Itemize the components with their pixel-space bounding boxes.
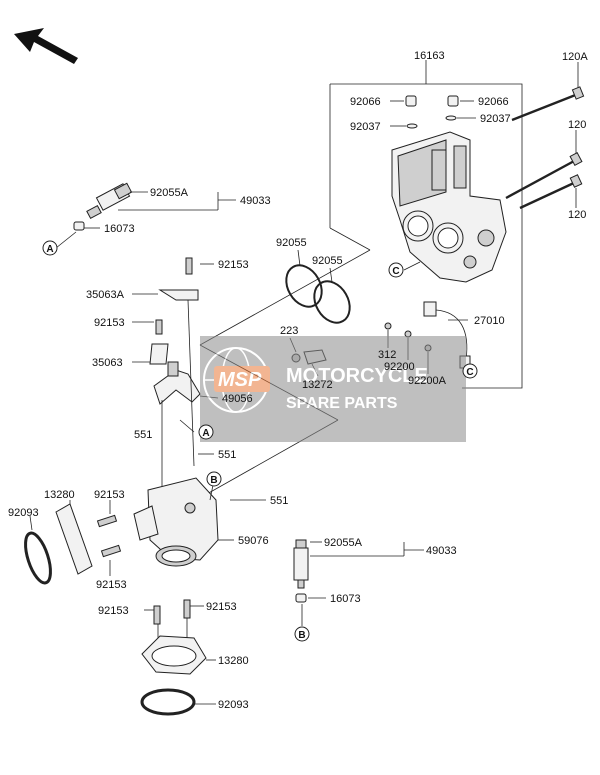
callout-551-b: 551	[218, 449, 236, 461]
callout-27010: 27010	[474, 315, 505, 327]
watermark-logo: MSP	[218, 369, 262, 391]
callout-labels: 16163 120A 120 120 92066 92066 92037 920…	[8, 50, 588, 711]
callout-92153-e: 92153	[98, 605, 129, 617]
ref-C-body: C	[392, 266, 399, 277]
callout-59076: 59076	[238, 535, 269, 547]
callout-92093-bottom: 92093	[218, 699, 249, 711]
injector-top	[73, 182, 236, 231]
callout-92066-right: 92066	[478, 96, 509, 108]
side-gasket	[24, 500, 93, 585]
ref-B-injector: B	[298, 630, 305, 641]
ref-B-body: B	[210, 475, 217, 486]
callout-35063A: 35063A	[86, 289, 125, 301]
front-arrow-icon	[14, 28, 78, 64]
callout-92200A: 92200A	[408, 375, 447, 387]
long-bolts	[505, 62, 585, 210]
callout-16073-top: 16073	[104, 223, 135, 235]
callout-13272: 13272	[302, 379, 333, 391]
callout-551-c: 551	[270, 495, 288, 507]
watermark-line1: MOTORCYCLE	[286, 365, 428, 387]
callout-92055A-bottom: 92055A	[324, 537, 363, 549]
callout-312: 312	[378, 349, 396, 361]
callout-49033-top: 49033	[240, 195, 271, 207]
throttle-body-assembly	[391, 131, 507, 283]
callout-13280-bottom: 13280	[218, 655, 249, 667]
callout-223: 223	[280, 325, 298, 337]
callout-16163: 16163	[414, 50, 445, 62]
ref-A-injector: A	[46, 244, 53, 255]
callout-120A: 120A	[562, 51, 588, 63]
bottom-gasket	[140, 635, 216, 716]
callout-16073-bottom: 16073	[330, 593, 361, 605]
callout-92153-d: 92153	[96, 579, 127, 591]
callout-92055-right: 92055	[312, 255, 343, 267]
callout-120-upper: 120	[568, 119, 586, 131]
reference-markers: A A B B C C	[42, 240, 478, 642]
o-rings	[285, 249, 351, 324]
callout-13280-side: 13280	[44, 489, 75, 501]
ref-A-rail: A	[202, 428, 209, 439]
callout-92153-c: 92153	[94, 489, 125, 501]
callout-92200: 92200	[384, 361, 415, 373]
watermark: MSP MOTORCYCLE SPARE PARTS	[200, 336, 466, 442]
callout-92055A-top: 92055A	[150, 187, 189, 199]
ref-C-sensor: C	[466, 367, 473, 378]
injector-bottom	[293, 539, 424, 626]
callout-92153-b: 92153	[94, 317, 125, 329]
bottom-screws	[144, 599, 204, 642]
callout-49033-bottom: 49033	[426, 545, 457, 557]
callout-92055-left: 92055	[276, 237, 307, 249]
callout-92153-f: 92153	[206, 601, 237, 613]
lower-throttle-body	[133, 453, 266, 567]
callout-120-lower: 120	[568, 209, 586, 221]
callout-92066-left: 92066	[350, 96, 381, 108]
assembly-bracket	[329, 60, 523, 389]
callout-49056: 49056	[222, 393, 253, 405]
callout-92093-side: 92093	[8, 507, 39, 519]
caps	[390, 95, 476, 129]
side-screws	[96, 500, 122, 576]
callout-92153-a: 92153	[218, 259, 249, 271]
callout-92037-left: 92037	[350, 121, 381, 133]
callout-92037-right: 92037	[480, 113, 511, 125]
fuel-rail	[132, 257, 219, 500]
watermark-line2: SPARE PARTS	[286, 395, 398, 412]
callout-35063: 35063	[92, 357, 123, 369]
callout-551-a: 551	[134, 429, 152, 441]
